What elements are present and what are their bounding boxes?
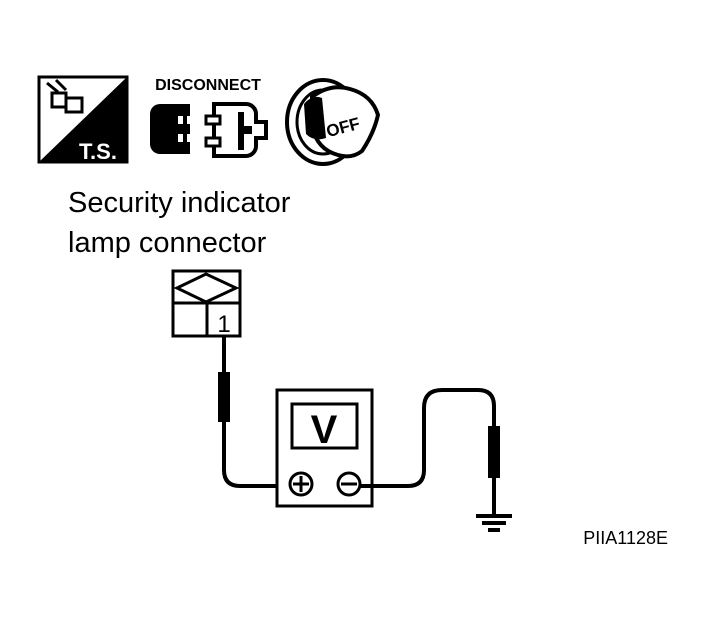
figure-id: PIIA1128E (583, 528, 668, 548)
disconnect-icon: DISCONNECT (150, 77, 268, 158)
connector-title-line2: lamp connector (68, 227, 267, 259)
voltmeter: V (275, 388, 374, 508)
positive-lead (218, 336, 305, 488)
disconnect-icon-label: DISCONNECT (155, 77, 261, 94)
ts-icon-label: T.S. (79, 139, 117, 164)
connector-pictogram-icon (46, 78, 84, 114)
connector-title-line1: Security indicator (68, 187, 291, 219)
ignition-off-icon: OFF (285, 78, 381, 166)
ground-icon (476, 514, 512, 532)
negative-lead (360, 388, 500, 514)
connector-terminal-1: 1 (217, 311, 230, 338)
voltmeter-symbol: V (311, 408, 338, 452)
negative-terminal-icon (336, 471, 362, 497)
positive-terminal-icon (288, 471, 314, 497)
ts-icon: T.S. (37, 75, 129, 164)
connector-face: 1 (171, 269, 242, 338)
